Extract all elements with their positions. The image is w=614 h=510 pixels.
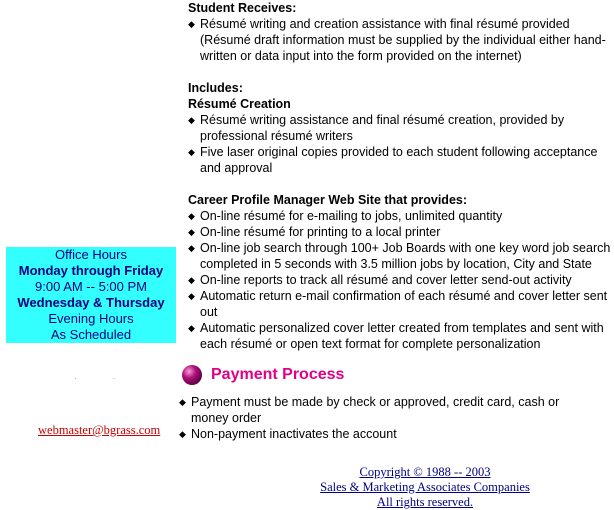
- diamond-bullet-icon: ◆: [188, 243, 195, 253]
- main-content: Student Receives: ◆ Résumé writing and c…: [188, 0, 612, 352]
- office-hours-evening: Evening Hours: [48, 311, 134, 326]
- list-item: ◆ Résumé writing assistance and final ré…: [188, 112, 612, 144]
- magenta-ball-icon: [182, 365, 202, 385]
- list-item: ◆ Non-payment inactivates the account: [179, 426, 599, 442]
- diamond-bullet-icon: ◆: [188, 19, 195, 29]
- payment-process-section: ◆ Payment must be made by check or appro…: [179, 394, 599, 442]
- diamond-bullet-icon: ◆: [188, 323, 195, 333]
- decorative-dots: ··: [74, 374, 152, 383]
- office-hours-time: 9:00 AM -- 5:00 PM: [35, 279, 147, 294]
- list-item-text: Five laser original copies provided to e…: [200, 145, 598, 175]
- career-profile-heading: Career Profile Manager Web Site that pro…: [188, 193, 468, 207]
- office-hours-days-weekday: Monday through Friday: [18, 263, 164, 278]
- diamond-bullet-icon: ◆: [188, 275, 195, 285]
- list-item-text: Non-payment inactivates the account: [191, 427, 397, 441]
- diamond-bullet-icon: ◆: [188, 147, 195, 157]
- list-item-text: Payment must be made by check or approve…: [191, 395, 560, 425]
- list-item-text: On-line résumé for e-mailing to jobs, un…: [200, 209, 503, 223]
- payment-process-title: Payment Process: [211, 366, 345, 383]
- rights-link[interactable]: All rights reserved.: [376, 495, 474, 509]
- list-item: ◆ Résumé writing and creation assistance…: [188, 16, 612, 64]
- list-item-text: Résumé writing and creation assistance w…: [200, 17, 606, 63]
- career-profile-section: Career Profile Manager Web Site that pro…: [188, 192, 612, 352]
- diamond-bullet-icon: ◆: [188, 211, 195, 221]
- list-item-text: Automatic personalized cover letter crea…: [200, 321, 604, 351]
- list-item: ◆ Five laser original copies provided to…: [188, 144, 612, 176]
- office-hours-scheduled: As Scheduled: [50, 327, 132, 342]
- list-item-text: On-line job search through 100+ Job Boar…: [200, 241, 611, 271]
- includes-heading: Includes:: [188, 81, 243, 95]
- list-item: ◆ Automatic return e-mail confirmation o…: [188, 288, 612, 320]
- includes-section: Includes: Résumé Creation ◆ Résumé writi…: [188, 80, 612, 176]
- list-item-text: On-line reports to track all résumé and …: [200, 273, 572, 287]
- student-receives-list: ◆ Résumé writing and creation assistance…: [188, 16, 612, 64]
- student-receives-heading: Student Receives:: [188, 1, 297, 15]
- includes-list: ◆ Résumé writing assistance and final ré…: [188, 112, 612, 176]
- list-item: ◆ On-line résumé for printing to a local…: [188, 224, 612, 240]
- resume-creation-heading: Résumé Creation: [188, 97, 291, 111]
- list-item: ◆ Payment must be made by check or appro…: [179, 394, 599, 426]
- diamond-bullet-icon: ◆: [179, 397, 186, 407]
- diamond-bullet-icon: ◆: [179, 429, 186, 439]
- diamond-bullet-icon: ◆: [188, 115, 195, 125]
- office-hours-days-evening: Wednesday & Thursday: [17, 295, 165, 310]
- diamond-bullet-icon: ◆: [188, 291, 195, 301]
- list-item-text: On-line résumé for printing to a local p…: [200, 225, 441, 239]
- payment-list: ◆ Payment must be made by check or appro…: [179, 394, 599, 442]
- list-item: ◆ On-line résumé for e-mailing to jobs, …: [188, 208, 612, 224]
- career-profile-list: ◆ On-line résumé for e-mailing to jobs, …: [188, 208, 612, 352]
- webmaster-email-link[interactable]: webmaster@bgrass.com: [38, 423, 161, 437]
- copyright-link[interactable]: Copyright © 1988 -- 2003: [359, 465, 491, 479]
- list-item: ◆ On-line reports to track all résumé an…: [188, 272, 612, 288]
- office-hours-title: Office Hours: [54, 247, 127, 262]
- list-item: ◆ On-line job search through 100+ Job Bo…: [188, 240, 612, 272]
- list-item: ◆ Automatic personalized cover letter cr…: [188, 320, 612, 352]
- office-hours-box: Office Hours Monday through Friday 9:00 …: [6, 247, 176, 343]
- list-item-text: Automatic return e-mail confirmation of …: [200, 289, 608, 319]
- footer: Copyright © 1988 -- 2003 Sales & Marketi…: [290, 465, 560, 510]
- diamond-bullet-icon: ◆: [188, 227, 195, 237]
- student-receives-section: Student Receives: ◆ Résumé writing and c…: [188, 0, 612, 64]
- company-link[interactable]: Sales & Marketing Associates Companies: [320, 480, 530, 494]
- list-item-text: Résumé writing assistance and final résu…: [200, 113, 565, 143]
